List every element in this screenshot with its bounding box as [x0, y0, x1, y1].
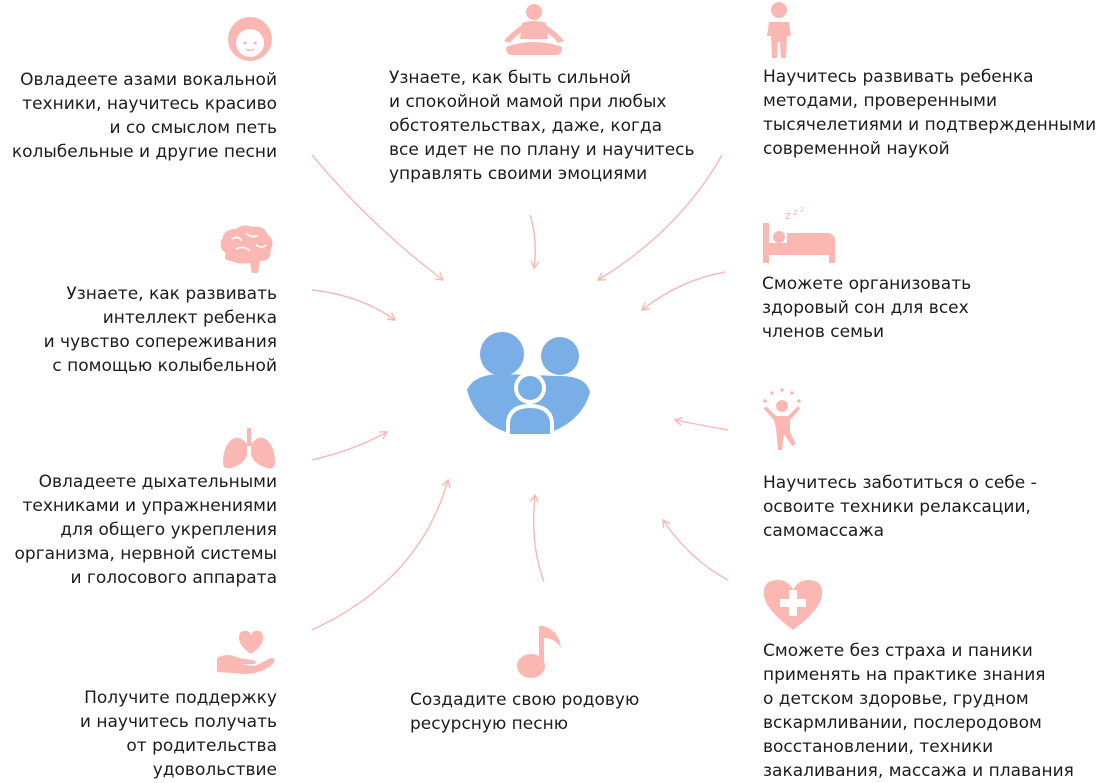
svg-text:z: z — [785, 209, 791, 222]
arrow-develop-child — [596, 154, 723, 281]
calm-mom-text: Узнаете, как быть сильной и спокойной ма… — [389, 68, 695, 184]
arrow-health — [662, 518, 729, 581]
meditation-icon — [500, 3, 568, 61]
arrow-vocal — [311, 154, 445, 281]
girl-face-icon — [225, 13, 275, 69]
svg-text:z: z — [793, 208, 798, 218]
sleep-text: Сможете организовать здоровый сон для вс… — [762, 274, 972, 342]
arrow-sleep — [640, 271, 726, 311]
arrow-breathing — [311, 431, 389, 461]
brain-icon — [216, 223, 276, 281]
music-note-icon — [515, 622, 565, 684]
breathing-text: Овладеете дыхательными техниками и упраж… — [14, 472, 278, 588]
self-care-text: Научитесь заботиться о себе - освоите те… — [763, 473, 1037, 541]
medical-heart-icon — [762, 578, 824, 636]
svg-text:z: z — [800, 205, 804, 214]
song-text: Создадите свою родовую ресурсную песню — [410, 690, 640, 734]
juggler-icon — [760, 388, 804, 458]
vocal-text: Овладеете азами вокальной техники, научи… — [11, 70, 277, 162]
intellect-text: Узнаете, как развивать интеллект ребенка… — [43, 284, 277, 376]
arrow-song — [529, 493, 545, 583]
lungs-icon — [221, 428, 277, 474]
child-icon — [763, 0, 795, 64]
family-icon — [464, 330, 594, 442]
develop-child-text: Научитесь развивать ребенка методами, пр… — [763, 67, 1097, 159]
arrow-intellect — [311, 289, 397, 321]
arrow-calm-mom — [529, 214, 540, 270]
sleep-bed-icon: z z z — [763, 205, 839, 269]
heart-hand-icon — [215, 628, 277, 680]
arrow-support — [311, 478, 451, 631]
support-text: Получите поддержку и научитесь получать … — [79, 688, 277, 780]
health-text: Сможете без страха и паники применять на… — [763, 641, 1074, 781]
arrow-self-care — [673, 416, 729, 431]
